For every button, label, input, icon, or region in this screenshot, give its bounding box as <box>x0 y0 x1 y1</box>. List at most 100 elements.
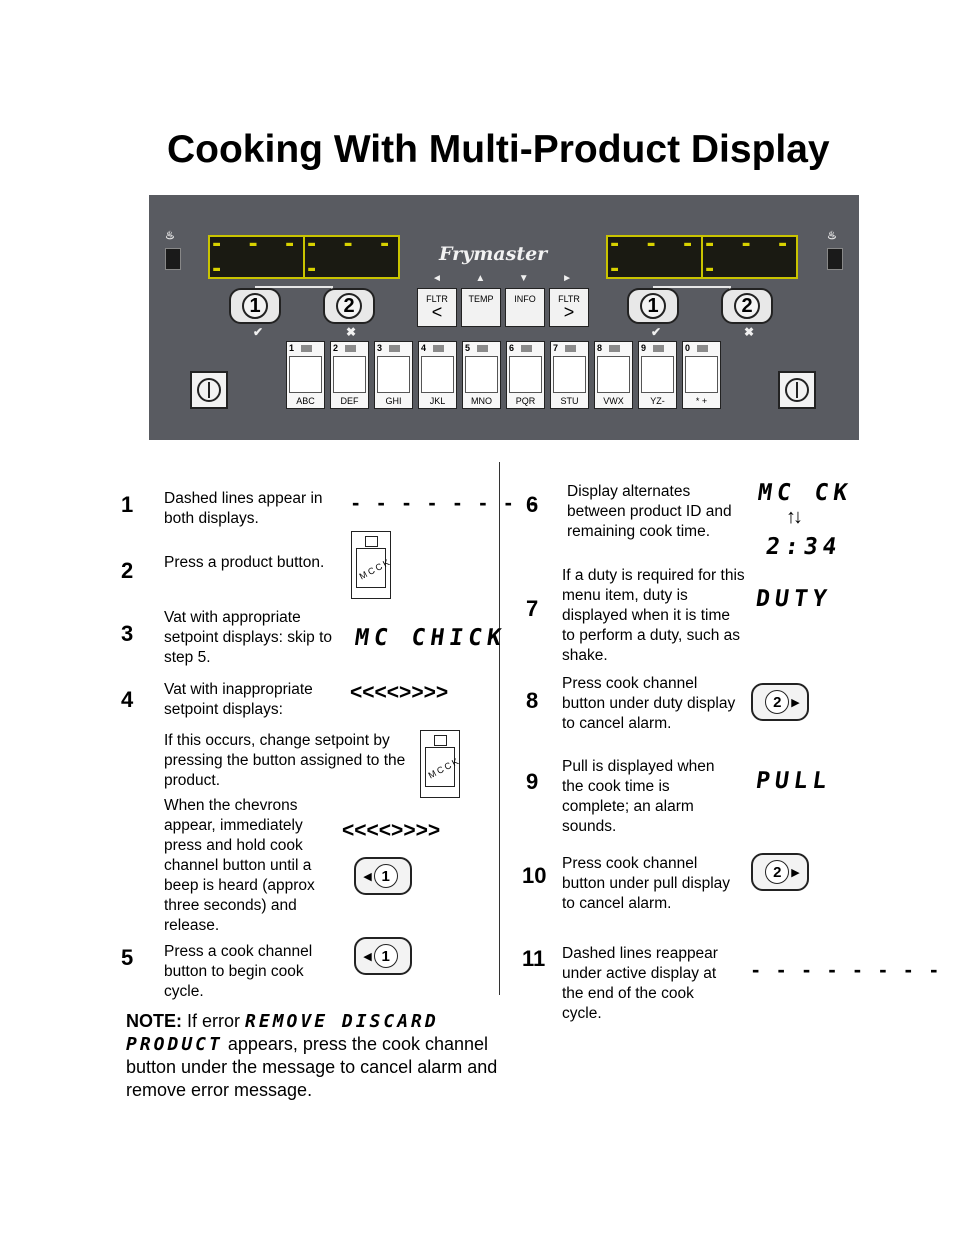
product-key-0[interactable]: 0* + <box>682 341 721 409</box>
step-text: Press a product button. <box>164 554 325 571</box>
alternate-arrows-icon: ↑↓ <box>786 506 803 528</box>
step-number: 9 <box>526 769 539 794</box>
check-icon: ✔ <box>651 325 662 339</box>
step-text: Press cook channel button under pull dis… <box>562 855 731 912</box>
power-button-left[interactable] <box>190 371 228 409</box>
led-indicator <box>565 345 576 352</box>
chevron-display: <<<<>>>> <box>342 819 441 842</box>
page-title: Cooking With Multi-Product Display <box>167 128 830 171</box>
cook-channel-button: ◀1 <box>354 857 412 895</box>
channel-button-right-2[interactable]: 2 <box>721 288 773 324</box>
heat-icon: ♨ <box>827 230 837 242</box>
channel-button-left-2[interactable]: 2 <box>323 288 375 324</box>
step-text: Dashed lines reappear under active displ… <box>562 945 718 1022</box>
step-number: 11 <box>522 946 546 971</box>
info-button[interactable]: INFO <box>505 288 545 327</box>
right-arrow-icon: ► <box>562 273 572 284</box>
step-text: If a duty is required for this menu item… <box>562 567 745 664</box>
heat-indicator-left <box>165 248 181 270</box>
left-triangle-icon: ◀ <box>363 870 372 883</box>
right-display: - - - - - - - - <box>606 232 798 282</box>
step-text: Press a cook channel button to begin coo… <box>164 943 313 1000</box>
right-triangle-icon: ▶ <box>791 696 800 709</box>
led-indicator <box>389 345 400 352</box>
step-text: When the chevrons appear, immediately pr… <box>164 797 315 934</box>
frymaster-logo: Frymaster <box>439 243 548 265</box>
led-indicator <box>433 345 444 352</box>
column-divider <box>499 462 500 995</box>
power-icon <box>785 378 809 402</box>
temp-button[interactable]: TEMP <box>461 288 501 327</box>
step-text: Dashed lines appear in both displays. <box>164 490 323 527</box>
note-paragraph: NOTE: If error REMOVE DISCARD PRODUCT ap… <box>126 1011 498 1100</box>
function-arrows: ◄ ▲ ▼ ► <box>432 273 572 284</box>
product-key-icon: MCCK <box>420 730 462 798</box>
step-number: 7 <box>526 596 539 621</box>
cook-channel-button: 2▶ <box>751 683 809 721</box>
step-text: Vat with inappropriate setpoint displays… <box>164 681 313 718</box>
heat-icon: ♨ <box>165 230 175 242</box>
right-triangle-icon: ▶ <box>791 866 800 879</box>
led-indicator <box>609 345 620 352</box>
filter-right-button[interactable]: FLTR> <box>549 288 589 327</box>
lcd-display-product: MC CK <box>756 480 855 506</box>
chevron-display: <<<<>>>> <box>350 681 449 704</box>
right-display-b: - - - - <box>701 232 795 282</box>
step-text: Vat with appropriate setpoint displays: … <box>164 609 333 666</box>
fryer-control-panel: ♨ ♨ - - - - - - - - - - - - - - - - Frym… <box>149 195 859 440</box>
step-text: Display alternates between product ID an… <box>567 483 732 540</box>
power-icon <box>197 378 221 402</box>
led-indicator <box>477 345 488 352</box>
step-number: 1 <box>121 492 134 517</box>
step-number: 2 <box>121 558 134 583</box>
x-icon: ✖ <box>744 325 755 339</box>
led-indicator <box>301 345 312 352</box>
check-icon: ✔ <box>253 325 264 339</box>
up-arrow-icon: ▲ <box>475 273 486 284</box>
left-display-a: - - - - <box>210 232 302 282</box>
cook-channel-button: 2▶ <box>751 853 809 891</box>
power-button-right[interactable] <box>778 371 816 409</box>
product-key-icon: MCCK <box>351 531 393 599</box>
x-icon: ✖ <box>346 325 357 339</box>
step-number: 10 <box>522 863 547 888</box>
heat-indicator-right <box>827 248 843 270</box>
step-number: 5 <box>121 945 134 970</box>
step-text: Pull is displayed when the cook time is … <box>562 758 715 835</box>
left-display: - - - - - - - - <box>208 232 400 282</box>
step-number: 3 <box>121 621 134 646</box>
dashed-display: - - - - - - - - <box>752 957 944 982</box>
channel-button-right-1[interactable]: 1 <box>627 288 679 324</box>
step-number: 6 <box>526 492 539 517</box>
step-number: 4 <box>121 687 134 712</box>
note-label: NOTE: <box>126 1011 182 1031</box>
led-indicator <box>653 345 664 352</box>
left-arrow-icon: ◄ <box>432 273 442 284</box>
channel-button-left-1[interactable]: 1 <box>229 288 281 324</box>
led-indicator <box>345 345 356 352</box>
lcd-display: MC CHICK <box>353 625 508 651</box>
lcd-display: DUTY <box>754 586 834 612</box>
left-triangle-icon: ◀ <box>363 950 372 963</box>
step-number: 8 <box>526 688 539 713</box>
filter-left-button[interactable]: FLTR< <box>417 288 457 327</box>
step-text: Press cook channel button under duty dis… <box>562 675 736 732</box>
step-text: If this occurs, change setpoint by press… <box>164 732 406 789</box>
cook-channel-button: ◀1 <box>354 937 412 975</box>
down-arrow-icon: ▼ <box>518 273 529 284</box>
right-display-a: - - - - <box>608 232 700 282</box>
led-indicator <box>521 345 532 352</box>
lcd-display: PULL <box>754 768 834 794</box>
left-display-b: - - - - <box>303 232 397 282</box>
error-message-display: REMOVE DISCARD PRODUCT <box>126 1011 439 1055</box>
dashed-display: - - - - - - - - <box>352 490 544 515</box>
